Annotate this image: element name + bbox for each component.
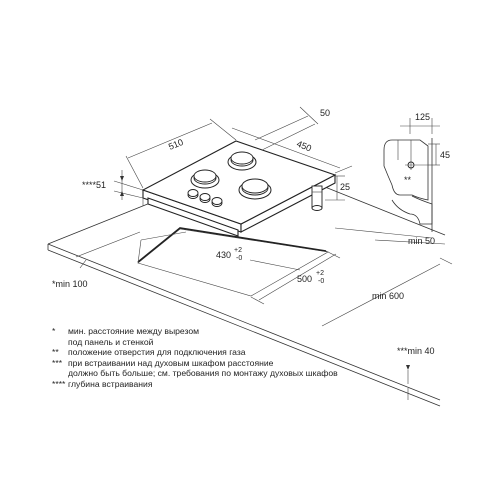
dimension-min-50: min 50 <box>334 227 446 246</box>
dimension-450-label: 450 <box>295 139 313 154</box>
dimension-500: 500 +2 -0 <box>250 250 341 305</box>
gas-connector-pipe <box>311 185 323 211</box>
dimension-45-label: 45 <box>440 150 450 160</box>
footnote-line: ****глубина встраивания <box>52 379 472 390</box>
footnote-line: *** при встраивании над духовым шкафом ра… <box>52 358 472 369</box>
dimension-50-rear: 50 <box>254 106 330 151</box>
burner-left <box>190 169 220 189</box>
burner-right <box>238 178 272 200</box>
footnote-line: должно быть больше; см. требования по мо… <box>52 368 472 379</box>
footnote-line: * мин. расстояние между вырезом <box>52 326 472 337</box>
footnote-line: под панель и стенкой <box>52 337 472 348</box>
burner-rear <box>227 151 257 171</box>
svg-text:-0: -0 <box>236 255 242 262</box>
footnote-mark: ** <box>52 347 59 358</box>
dimension-125-label: 125 <box>415 112 430 122</box>
dimension-min-100: *min 100 <box>52 231 141 289</box>
hob <box>141 140 337 237</box>
dimension-built-in-depth: ****51 <box>82 170 144 200</box>
dimension-min-100-label: *min 100 <box>52 279 88 289</box>
dimension-min-40-label: ***min 40 <box>397 346 435 356</box>
dimension-430: 430 +2 -0 <box>137 231 301 271</box>
worktop-cutout <box>137 227 329 297</box>
dimension-25: 25 <box>325 175 350 201</box>
footnote-text: глубина встраивания <box>68 378 153 389</box>
dimension-430-label: 430 <box>216 250 231 260</box>
svg-text:+2: +2 <box>234 247 242 254</box>
dimension-min-600-label: min 600 <box>372 291 404 301</box>
footnote-line: ** положение отверстия для подключения га… <box>52 347 472 358</box>
footnote-text: под панель и стенкой <box>68 336 154 347</box>
footnote-text: должно быть больше; см. требования по мо… <box>68 368 338 379</box>
dimension-51-label: ****51 <box>82 180 106 190</box>
dimension-510-label: 510 <box>167 137 185 152</box>
gas-inlet-section-detail: 125 45 ** <box>383 112 450 232</box>
dimension-min-40: ***min 40 <box>397 346 435 400</box>
control-knobs <box>187 189 223 207</box>
footnote-mark <box>52 337 68 348</box>
gas-inlet-mark: ** <box>404 175 412 185</box>
dimension-25-label: 25 <box>340 182 350 192</box>
footnote-text: мин. расстояние между вырезом <box>68 326 200 336</box>
footnote-mark <box>52 368 68 379</box>
footnote-text: при встраивании над духовым шкафом расст… <box>68 357 274 368</box>
dimension-50-label: 50 <box>320 108 330 118</box>
dimension-min-600: min 600 <box>321 257 453 327</box>
footnote-text: положение отверстия для подключения газа <box>68 347 246 358</box>
footnote-mark: *** <box>52 357 63 368</box>
footnote-mark: **** <box>52 378 66 389</box>
dimension-500-label: 500 <box>297 274 312 284</box>
hob-top-surface <box>141 140 337 225</box>
footnote-mark: * <box>52 326 56 336</box>
svg-text:-0: -0 <box>318 278 324 285</box>
svg-text:+2: +2 <box>316 270 324 277</box>
dimension-min-50-label: min 50 <box>408 236 435 246</box>
